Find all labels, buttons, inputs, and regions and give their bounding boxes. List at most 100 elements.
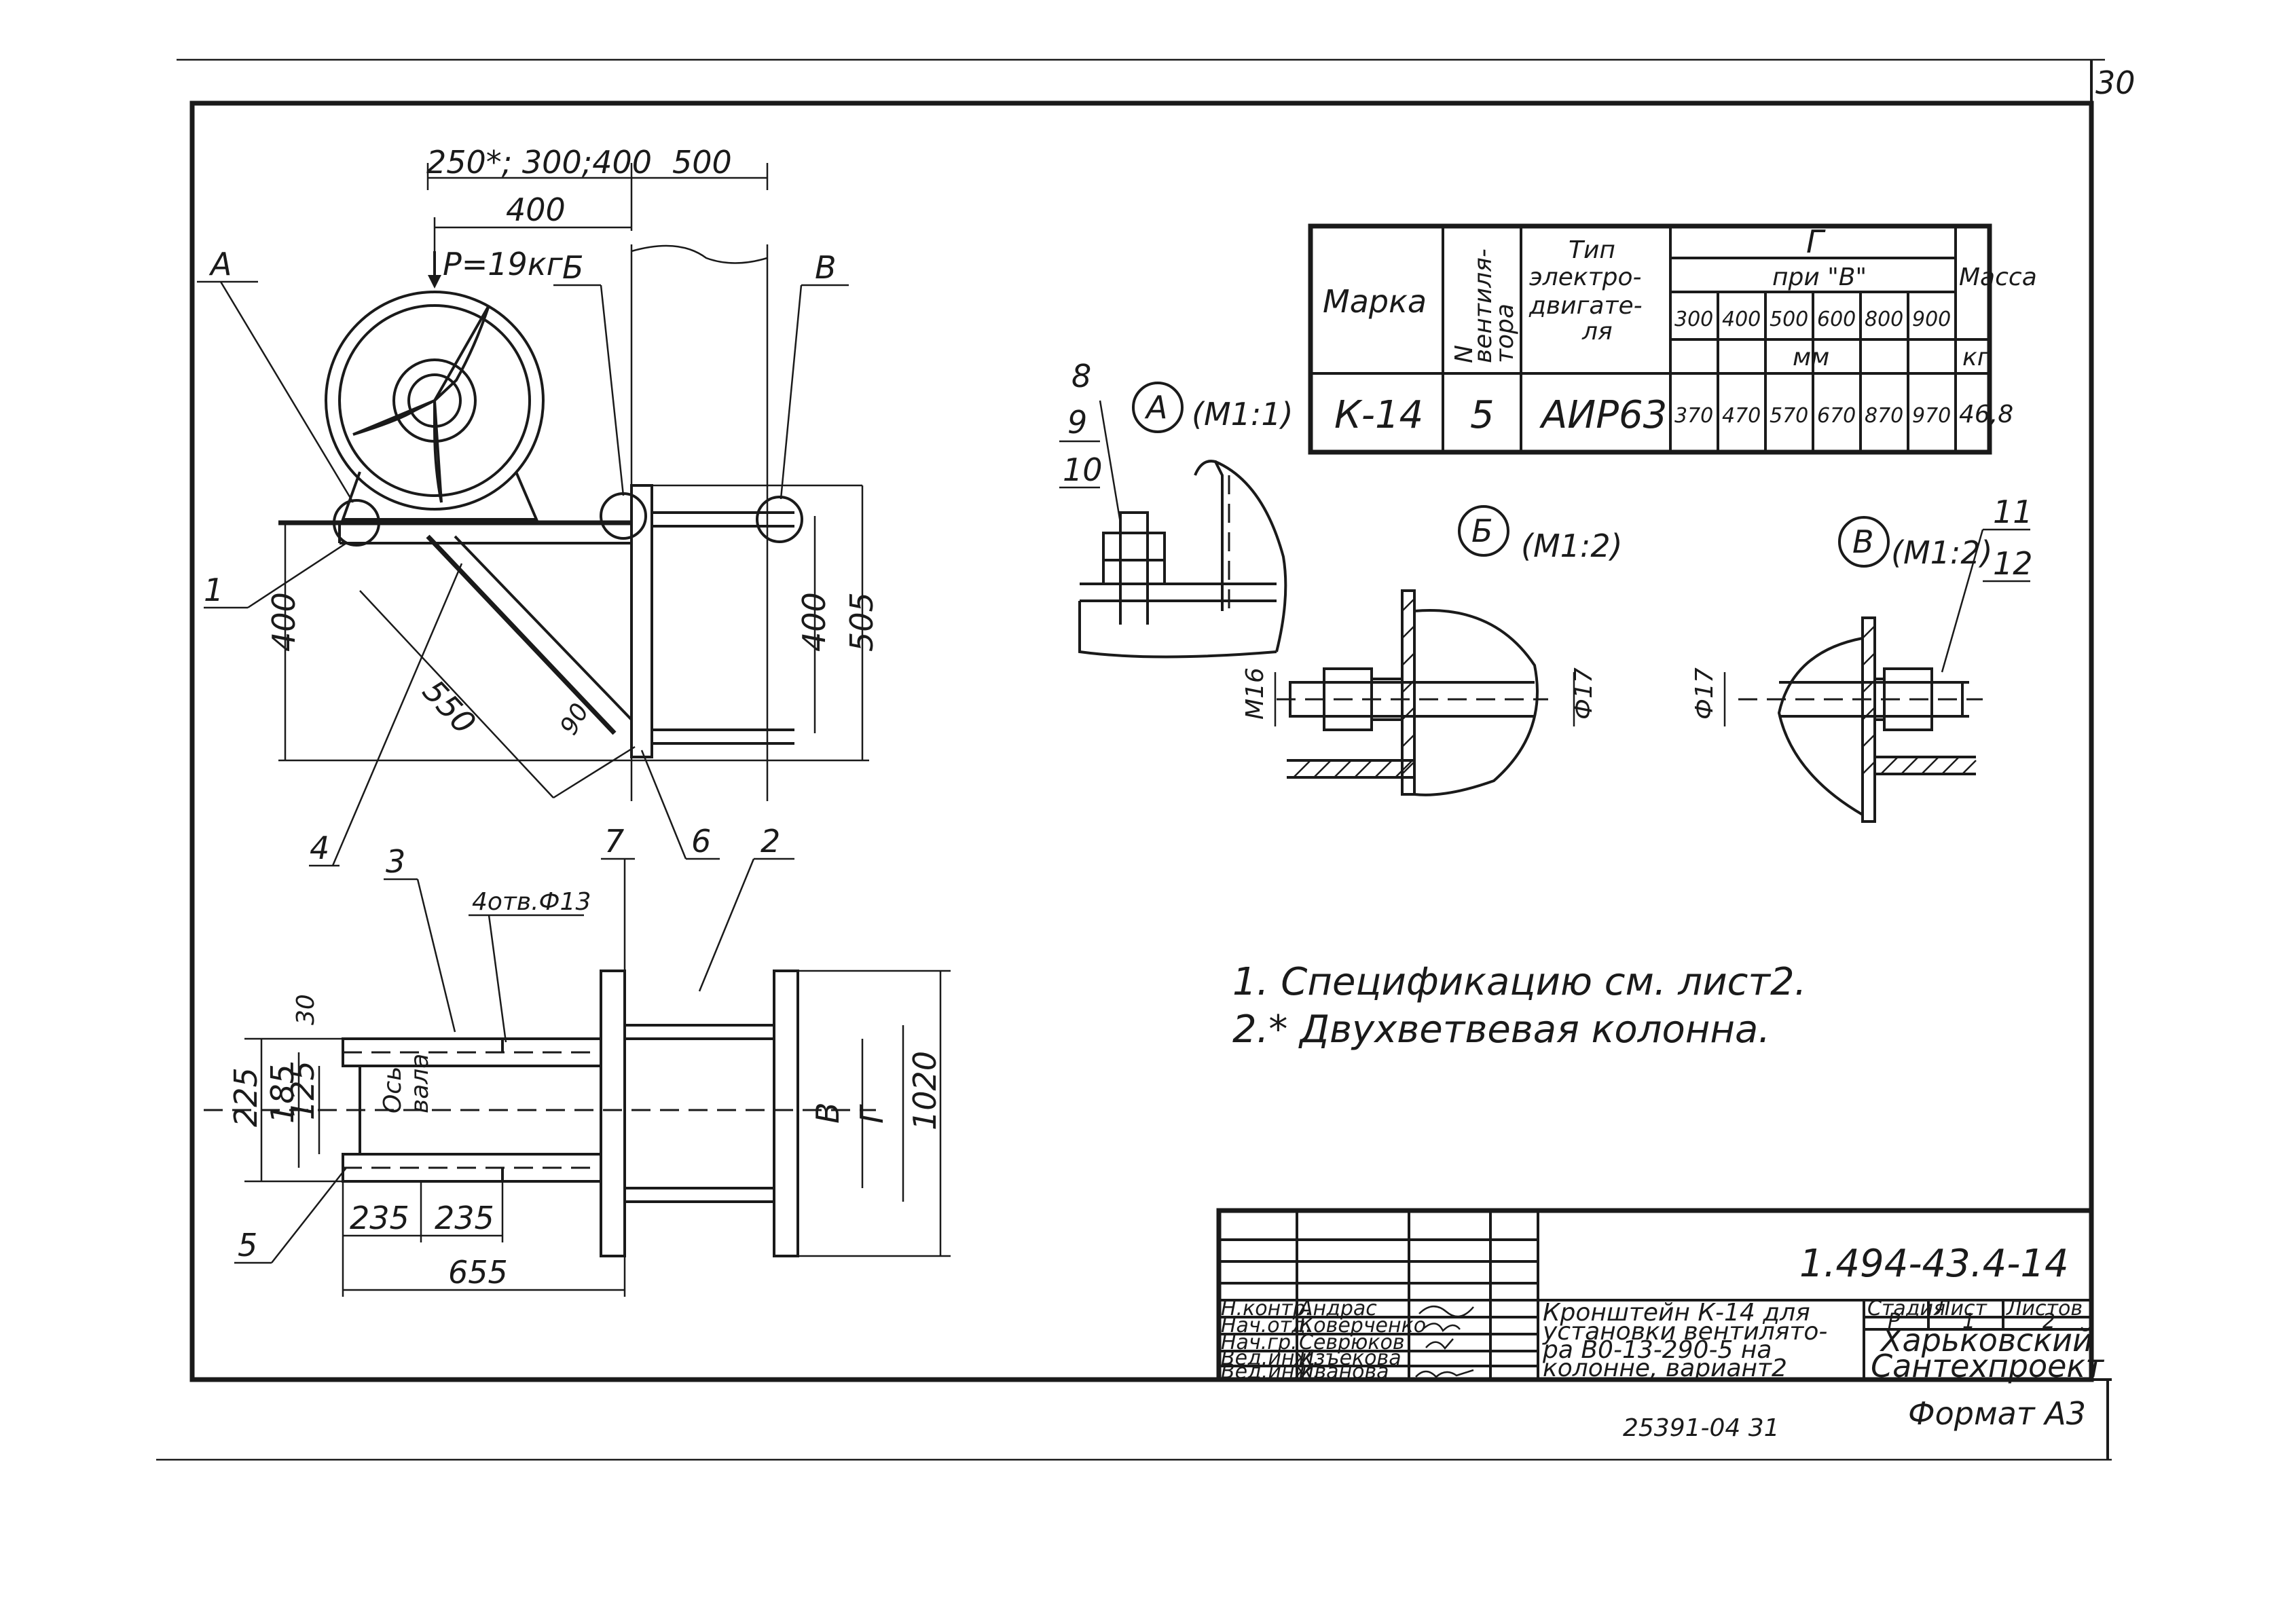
dim-400-mid: 400 [796,592,832,652]
pos-6: 6 [691,823,711,860]
detail-a-pos-10: 10 [1063,451,1103,488]
td-sheets: 2 [2042,1310,2055,1333]
td-type: АИР63 [1539,393,1667,437]
signature-1 [1418,1306,1474,1318]
th-sheet: Лист [1935,1297,1988,1321]
dim-v: В [809,1102,846,1124]
th-type-1: Тип [1569,236,1615,264]
format-label: Формат А3 [1908,1395,2086,1432]
detail-a-pos-8: 8 [1071,358,1091,394]
detail-b-d17: Ф17 [1570,667,1598,720]
detail-a-pos-9: 9 [1067,404,1087,441]
td-g-300: 370 [1674,404,1713,428]
spec-table: Марка N вентиля- тора Тип электро- двига… [1308,223,2037,455]
note-2: 2.* Двухветвевая колонна. [1232,1008,1770,1052]
sheet-number: 30 [2095,64,2136,101]
td-g-500: 570 [1770,404,1808,428]
td-sheet: 1 [1962,1310,1975,1333]
dim-550: 550 [416,673,483,741]
td-g-900: 970 [1912,404,1951,428]
inventory-number: 25391-04 31 [1623,1414,1780,1442]
dim-30: 30 [292,994,320,1025]
callout-a: А [208,246,232,282]
title-line-1: Кронштейн К-14 для [1543,1299,1810,1327]
main-elevation-view: 250*; 300;400 500 400 P=19кг 400 400 505… [197,144,880,1033]
td-g-400: 470 [1722,404,1761,428]
doc-code: 1.494-43.4-14 [1799,1242,2069,1286]
td-vent: 5 [1470,393,1495,437]
detail-a-title: А [1144,389,1167,426]
dim-400-top: 400 [506,191,566,228]
footer: 25391-04 31 Формат А3 [1623,1395,2086,1442]
dim-125: 125 [285,1060,321,1120]
th-size-600: 600 [1817,308,1856,331]
note-1: 1. Спецификацию см. лист2. [1232,960,1806,1004]
detail-b-m16: М16 [1241,667,1269,720]
title-block: 1.494-43.4-14 Н.контр. Нач.отд. Нач.гр. … [1216,1208,2104,1384]
th-marka: Марка [1323,283,1427,320]
pos-1: 1 [204,572,223,608]
axis-label-1: Ось [379,1067,407,1113]
th-type-2: электро- [1529,263,1642,291]
dim-250-300-400: 250*; 300;400 [426,144,652,181]
td-stage: Р [1888,1310,1901,1333]
th-size-900: 900 [1912,308,1951,331]
dim-505: 505 [843,592,880,652]
role-4: Вед.инж. [1221,1346,1319,1370]
th-type-3: двигате- [1528,292,1643,320]
dim-1020: 1020 [906,1051,943,1130]
td-g-600: 670 [1817,404,1856,428]
detail-b: Б (М1:2) М16 Ф17 [1241,505,1623,796]
dim-655: 655 [448,1254,508,1291]
detail-a: А (М1:1) 8 9 10 [1059,358,1294,659]
pos-5: 5 [238,1227,257,1263]
signature-5 [1415,1369,1474,1378]
th-vent-2: вентиля- [1469,248,1497,363]
sheet-frame: 30 [156,58,2136,1461]
td-marka: К-14 [1334,393,1423,437]
detail-v-title: В [1852,523,1874,560]
detail-v-pos-11: 11 [1993,494,2033,530]
org-line-2: Сантехпроект [1871,1348,2104,1384]
dim-g: Г [854,1104,890,1124]
th-vent-3: тора [1491,303,1519,363]
role-1: Н.контр. [1221,1297,1312,1321]
title-line-2: установки вентилято- [1542,1318,1827,1346]
dim-185: 185 [264,1064,301,1124]
pos-7: 7 [604,823,624,860]
name-2: Коверченко [1299,1314,1426,1337]
name-3: Севрюков [1299,1331,1405,1354]
th-size-300: 300 [1674,308,1713,331]
detail-v-pos-12: 12 [1993,545,2033,582]
th-g: Г [1806,223,1826,260]
detail-b-title: Б [1471,513,1493,549]
name-1: Андрас [1298,1297,1377,1321]
holes-note: 4отв.Ф13 [472,888,591,916]
th-size-800: 800 [1865,308,1903,331]
title-line-4: колонне, вариант2 [1543,1354,1787,1382]
td-g-800: 870 [1865,404,1903,428]
role-3: Нач.гр. [1221,1331,1298,1354]
th-vent-1: N [1450,345,1478,363]
th-size-400: 400 [1722,308,1761,331]
th-stage: Стадия [1867,1297,1945,1321]
title-line-3: ра В0-13-290-5 на [1542,1336,1772,1364]
th-mm: мм [1793,344,1829,371]
callout-v: В [815,249,837,286]
signature-2 [1422,1323,1461,1333]
th-type-4: ля [1581,318,1613,346]
dim-225: 225 [227,1067,264,1127]
dim-235-b: 235 [435,1200,494,1236]
notes: 1. Спецификацию см. лист2. 2.* Двухветве… [1232,960,1806,1052]
detail-b-scale: (М1:2) [1521,528,1623,564]
axis-label-2: вала [406,1054,434,1113]
name-5: Иванова [1299,1360,1389,1384]
name-4: Изъекова [1299,1346,1401,1370]
org-line-1: Харьковский [1880,1322,2093,1359]
th-massa: Масса [1959,263,2037,291]
dim-400-left: 400 [265,592,302,652]
pos-2: 2 [761,823,780,860]
th-size-500: 500 [1770,308,1808,331]
detail-v-scale: (М1:2) [1891,534,1993,571]
th-sheets: Листов [2006,1297,2083,1321]
